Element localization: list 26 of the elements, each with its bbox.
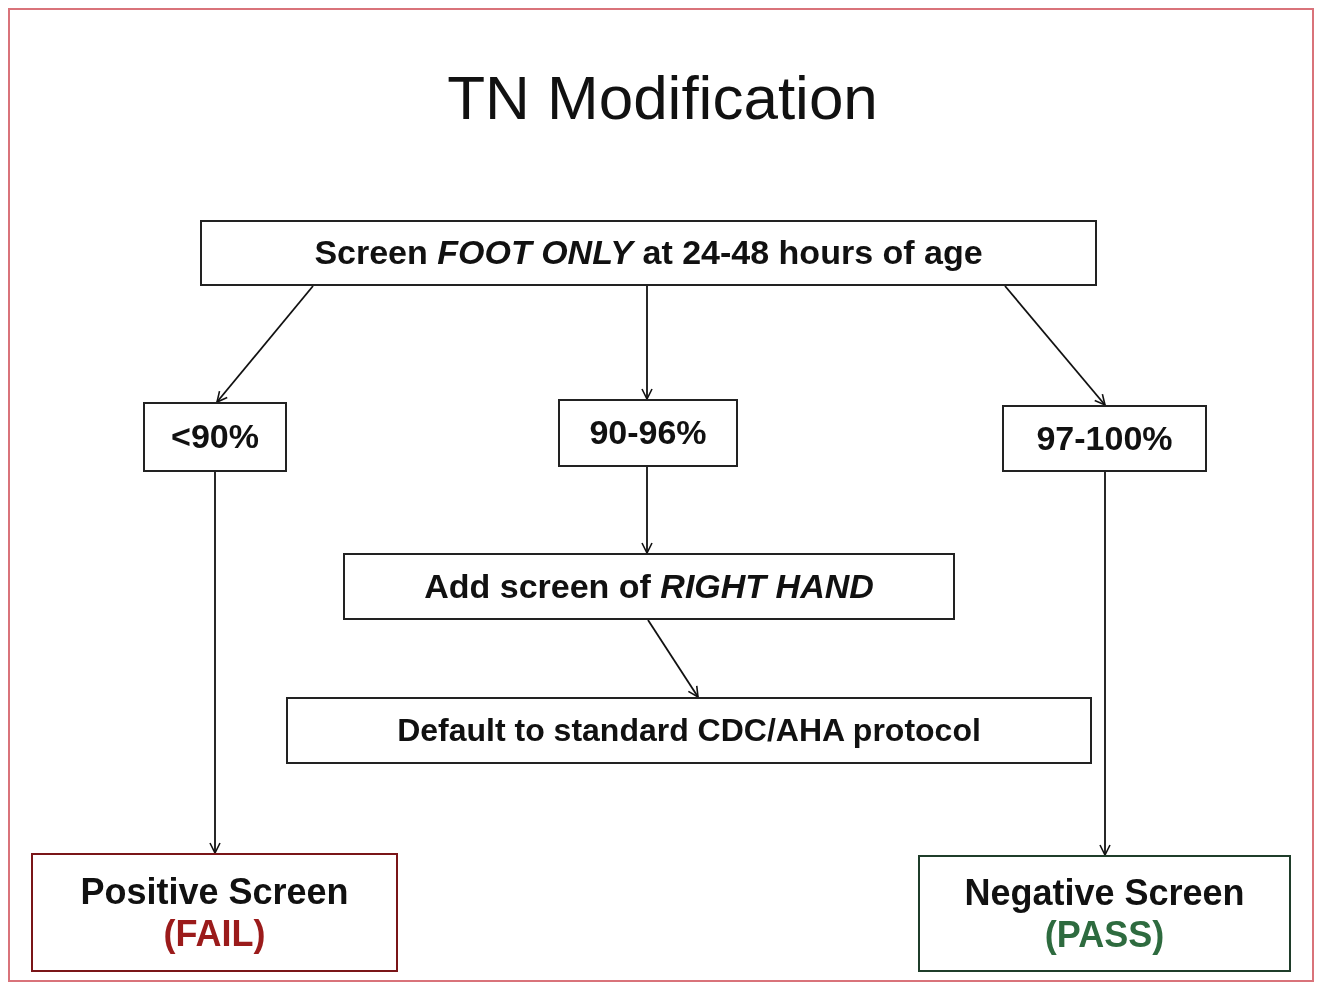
process-box <box>143 402 287 472</box>
box-label: Negative Screen <box>964 872 1245 914</box>
arrow <box>647 619 699 698</box>
process-box <box>200 220 1097 286</box>
process-box <box>918 855 1291 972</box>
process-box <box>343 553 955 620</box>
arrow <box>1099 471 1111 856</box>
box-label: 90-96% <box>589 413 707 453</box>
box-label: <90% <box>171 417 259 457</box>
process-box <box>558 399 738 467</box>
title: TN Modification <box>447 62 878 133</box>
process-box <box>1002 405 1207 472</box>
box-label: Add screen of RIGHT HAND <box>424 566 874 607</box>
process-box <box>31 853 398 972</box>
box-label: 97-100% <box>1036 418 1173 459</box>
arrow <box>1004 285 1106 406</box>
process-box <box>286 697 1092 764</box>
box-label: Default to standard CDC/AHA protocol <box>397 712 981 749</box>
box-label: Screen FOOT ONLY at 24-48 hours of age <box>314 233 983 273</box>
result-label: (PASS) <box>1044 913 1165 955</box>
arrow <box>641 466 653 554</box>
box-label: Positive Screen <box>80 871 349 913</box>
arrow <box>216 285 314 403</box>
result-label: (FAIL) <box>163 912 266 954</box>
arrow <box>641 285 653 400</box>
arrow <box>209 471 221 854</box>
